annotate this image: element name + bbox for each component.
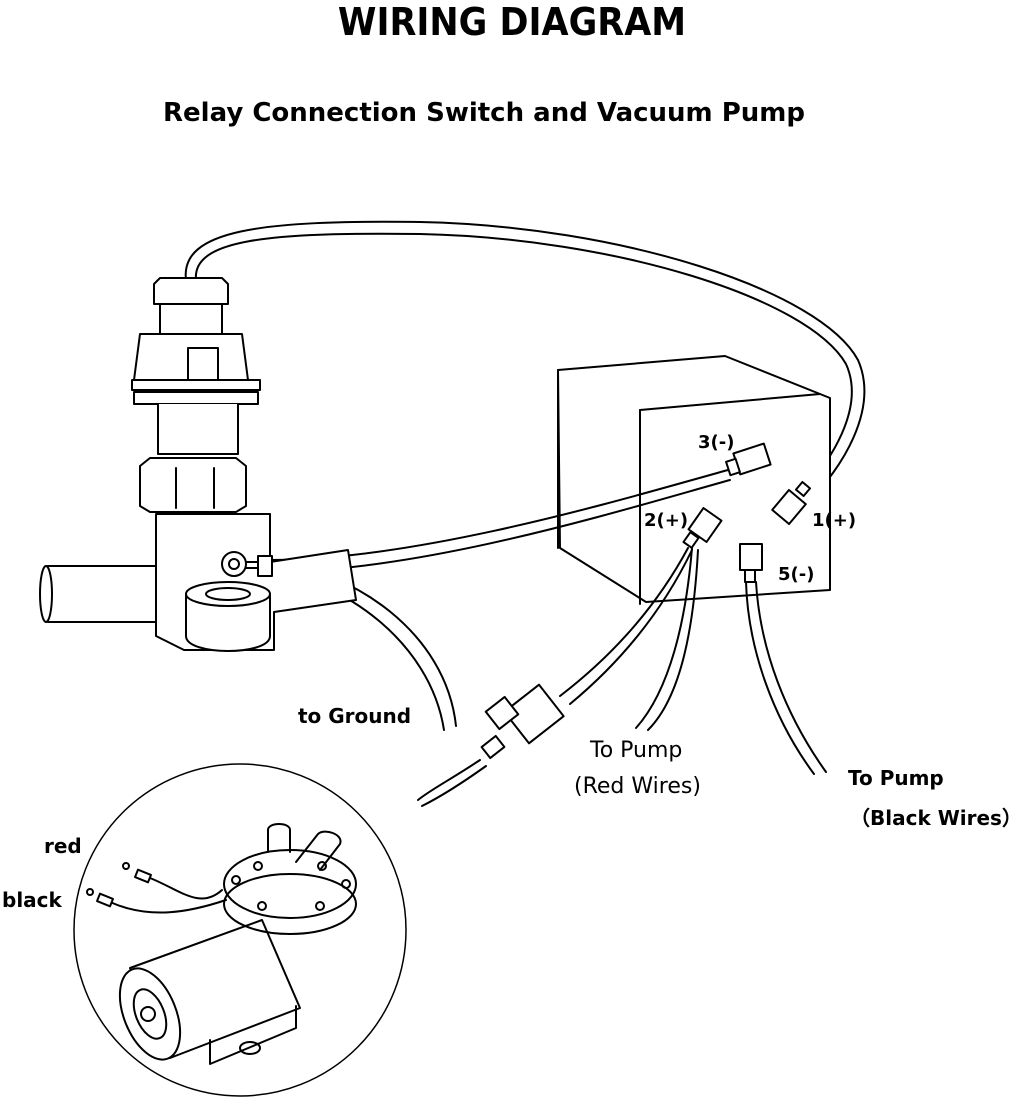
terminal-3-label: 3(-) xyxy=(698,432,735,453)
pump-red-label-1: To Pump xyxy=(590,738,683,763)
diagram-title: WIRING DIAGRAM xyxy=(337,0,687,44)
terminal-3-connector xyxy=(725,442,772,477)
ground-label: to Ground xyxy=(298,704,412,728)
terminal-1-connector xyxy=(771,480,812,526)
wires-terminal-5-to-pump xyxy=(745,581,827,775)
black-wire-label: black xyxy=(2,888,62,912)
terminal-5-connector xyxy=(739,543,763,583)
red-wire-label: red xyxy=(44,834,82,858)
pump-black-label-1: To Pump xyxy=(848,766,944,790)
inline-connector xyxy=(417,683,565,807)
terminal-5-label: 5(-) xyxy=(778,564,815,585)
pump-inset xyxy=(73,763,407,1097)
wires-terminal-2-to-pump xyxy=(559,547,699,731)
pump-black-label-2: （Black Wires） xyxy=(850,806,1022,830)
vacuum-switch xyxy=(39,277,357,652)
terminal-2-label: 2(+) xyxy=(644,510,689,531)
wire-switch-to-terminal-1 xyxy=(184,220,866,501)
terminal-1-label: 1(+) xyxy=(812,510,857,531)
terminal-2-connector xyxy=(682,507,723,549)
diagram-subtitle: Relay Connection Switch and Vacuum Pump xyxy=(163,98,805,128)
pump-red-label-2: (Red Wires) xyxy=(574,774,701,799)
